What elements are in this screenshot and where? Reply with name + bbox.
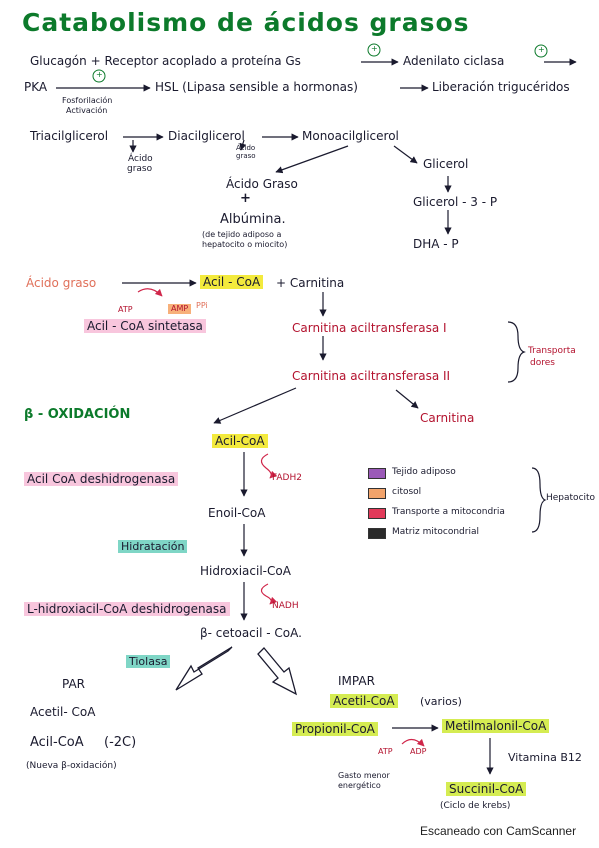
legend-swatch-transporte <box>368 508 386 519</box>
legend-citosol: citosol <box>392 487 422 497</box>
legend-transporte: Transporte a mitocondria <box>392 507 505 517</box>
legend-swatch-citosol <box>368 488 386 499</box>
albumina-note-1: (de tejido adiposo a <box>202 230 282 239</box>
legend-tejido-adiposo: Tejido adiposo <box>392 467 456 477</box>
acido-graso-cytosol: Ácido graso <box>26 276 97 290</box>
monoacilglicerol: Monoacilglicerol <box>302 129 399 143</box>
legend-swatch-tejido-adiposo <box>368 468 386 479</box>
plus-sign-1: + <box>371 44 378 53</box>
carnitina-aciltransferasa-2: Carnitina aciltransferasa II <box>292 369 451 383</box>
ppi-label: PPi <box>196 301 208 310</box>
gasto-menor-2: energético <box>338 781 381 790</box>
acil-coa-deshidrogenasa: Acil CoA deshidrogenasa <box>24 472 179 486</box>
acido-graso-release-1a: Ácido <box>128 154 153 164</box>
par-label: PAR <box>62 677 86 691</box>
vitamina-b12: Vitamina B12 <box>508 751 582 764</box>
glucagon-receptor: Glucagón + Receptor acoplado a proteína … <box>30 54 301 68</box>
succinil-coa: Succinil-CoA <box>446 782 527 796</box>
enoil-coa: Enoil-CoA <box>208 506 266 520</box>
legend-matriz: Matriz mitocondrial <box>392 527 479 537</box>
hsl: HSL (Lipasa sensible a hormonas) <box>155 80 358 94</box>
beta-cetoacil-coa: β- cetoacil - CoA. <box>200 626 302 640</box>
acil-coa-par: Acil-CoA <box>30 735 84 750</box>
minus-2c: (-2C) <box>104 735 137 750</box>
acido-graso: Ácido Graso <box>226 177 298 191</box>
albumina: Albúmina. <box>220 212 286 227</box>
atp-label: ATP <box>118 305 133 314</box>
gasto-menor-1: Gasto menor <box>338 771 390 780</box>
acetil-coa-par: Acetil- CoA <box>30 705 96 719</box>
adenilato-ciclasa: Adenilato ciclasa <box>403 54 505 68</box>
activacion-note: Activación <box>66 106 108 115</box>
pka: PKA <box>24 80 48 94</box>
dha-p: DHA - P <box>413 237 459 251</box>
nueva-beta-oxidacion: (Nueva β-oxidación) <box>26 761 117 771</box>
plus-carnitina: + Carnitina <box>276 276 345 290</box>
impar-label: IMPAR <box>338 674 375 688</box>
fosforilacion-note: Fosforilación <box>62 96 113 105</box>
adp-odd: ADP <box>410 747 427 756</box>
acil-coa-matrix: Acil-CoA <box>212 434 268 448</box>
beta-oxidacion-heading: β - OXIDACIÓN <box>24 407 131 422</box>
l-hidroxiacil-coa-deshidrogenasa: L-hidroxiacil-CoA deshidrogenasa <box>24 602 230 616</box>
page-title: Catabolismo de ácidos grasos <box>22 8 470 37</box>
plus-sign-3: + <box>96 70 103 79</box>
fadh2-label: FADH2 <box>272 473 302 483</box>
plus-albumina: + <box>240 191 251 206</box>
diacilglicerol: Diacilglicerol <box>168 129 245 143</box>
glicerol: Glicerol <box>423 157 469 171</box>
transportadores-1: Transporta <box>528 346 576 356</box>
hidratacion: Hidratación <box>118 540 188 553</box>
acido-graso-release-2b: graso <box>236 152 256 160</box>
hidroxiacil-coa: Hidroxiacil-CoA <box>200 564 291 578</box>
acetil-coa-impar: Acetil-CoA <box>330 694 398 708</box>
acido-graso-release-1b: graso <box>127 164 153 174</box>
acil-coa-cytosol: Acil - CoA <box>200 275 264 289</box>
propionil-coa: Propionil-CoA <box>292 722 378 736</box>
acil-coa-sintetasa: Acil - CoA sintetasa <box>84 319 206 333</box>
triacilglicerol: Triacilglicerol <box>30 129 109 143</box>
liberacion-trigliceridos: Liberación trigucéridos <box>432 80 570 94</box>
nadh-label: NADH <box>272 601 299 611</box>
carnitina-aciltransferasa-1: Carnitina aciltransferasa I <box>292 321 447 335</box>
amp-label: AMP <box>168 304 192 314</box>
tiolasa: Tiolasa <box>126 655 171 668</box>
atp-odd: ATP <box>378 747 393 756</box>
albumina-note-2: hepatocito o miocito) <box>202 240 288 249</box>
glicerol-3-p: Glicerol - 3 - P <box>413 195 498 209</box>
legend-hepatocito: Hepatocito <box>546 493 596 503</box>
metilmalonil-coa: Metilmalonil-CoA <box>442 719 550 733</box>
legend-swatch-matriz <box>368 528 386 539</box>
scanner-watermark: Escaneado con CamScanner <box>420 824 577 838</box>
transportadores-2: dores <box>530 358 555 368</box>
acido-graso-release-2a: Ácido <box>236 144 256 152</box>
plus-sign-2: + <box>538 45 545 54</box>
carnitina-released: Carnitina <box>420 411 475 425</box>
acetil-coa-varios: (varios) <box>420 695 462 708</box>
ciclo-de-krebs: (Ciclo de krebs) <box>440 801 511 811</box>
